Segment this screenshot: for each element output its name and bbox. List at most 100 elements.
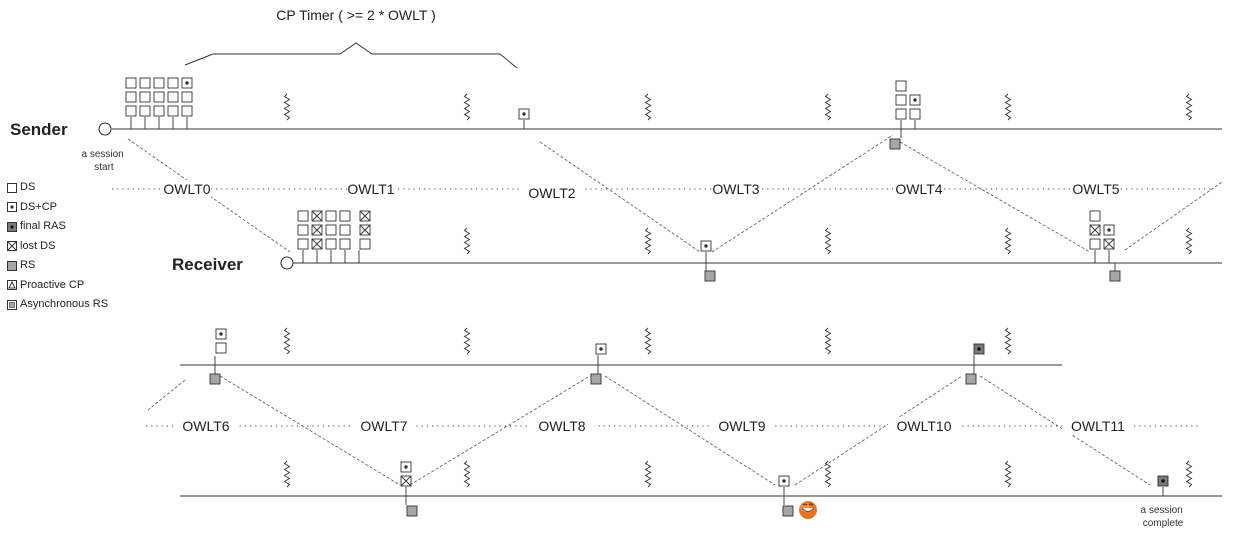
path-cp-retx xyxy=(539,141,701,253)
time-break-icon xyxy=(825,227,831,255)
owlt-bg xyxy=(710,417,774,435)
owlt-label: OWLT5 xyxy=(1072,181,1119,197)
receiver-received-block xyxy=(297,210,371,263)
legend-item: RS xyxy=(6,256,108,276)
row4-final-received xyxy=(1157,475,1169,496)
path-ds-block xyxy=(127,138,291,253)
time-break-icon xyxy=(284,93,290,121)
time-break-icon xyxy=(1005,93,1011,121)
receiver-retx-block-1 xyxy=(1089,210,1121,282)
time-break-icon xyxy=(1005,327,1011,355)
sender-cp-retransmit xyxy=(518,108,530,129)
legend-item: lost DS xyxy=(6,237,108,257)
owlt-label: OWLT9 xyxy=(718,418,765,434)
legend-label: lost DS xyxy=(20,239,56,252)
path-retx-3 xyxy=(604,375,776,486)
sender-initial-block xyxy=(125,77,193,129)
owlt-label: OWLT3 xyxy=(712,181,759,197)
owlt-label: OWLT0 xyxy=(163,181,210,197)
sender-origin-circle xyxy=(98,122,112,136)
time-break-icon xyxy=(464,227,470,255)
sender-retransmission-block xyxy=(889,80,921,150)
session-start-note: a session start xyxy=(81,149,126,173)
path-rs-2-cont xyxy=(147,379,186,411)
owlt-label: OWLT1 xyxy=(347,181,394,197)
time-break-icon xyxy=(645,327,651,355)
row3-final-block xyxy=(965,343,985,385)
legend-label: RS xyxy=(20,259,36,271)
owlt-bg xyxy=(174,417,238,435)
cp-timer-label: CP Timer ( >= 2 * OWLT ) xyxy=(276,7,435,23)
owlt-label: OWLT4 xyxy=(895,181,942,197)
legend-label: final RAS xyxy=(20,220,66,232)
owlt-row-1: OWLT0 OWLT1 OWLT2 OWLT3 OWLT4 OWLT5 xyxy=(112,180,1212,202)
owlt-label: OWLT7 xyxy=(360,418,407,434)
time-break-icon xyxy=(825,93,831,121)
owlt-label: OWLT11 xyxy=(1071,418,1125,434)
smiley-icon xyxy=(799,501,817,519)
session-complete-note: a session complete xyxy=(1140,505,1185,529)
legend-item: final RAS xyxy=(6,217,108,237)
time-break-icon xyxy=(1186,93,1192,121)
path-retx-2 xyxy=(219,375,401,486)
ds-cp-symbol-icon xyxy=(6,198,18,217)
legend-label: DS+CP xyxy=(20,200,57,213)
lost-ds-symbol-icon xyxy=(6,237,18,256)
owlt-bg xyxy=(530,417,594,435)
legend-label: Proactive CP xyxy=(20,278,85,291)
row3-cp-block-2 xyxy=(590,343,607,385)
row3-cp-block-1 xyxy=(209,328,227,385)
legend-item: Proactive CP xyxy=(6,276,108,296)
path-rs-1 xyxy=(711,134,894,253)
owlt-bg xyxy=(712,180,760,198)
rs-symbol-icon xyxy=(6,256,18,275)
receiver-cp-rs-1 xyxy=(700,240,716,282)
time-break-icon xyxy=(645,460,651,488)
row4-retx-block xyxy=(400,461,418,517)
time-break-icon xyxy=(645,93,651,121)
owlt-bg xyxy=(522,180,582,202)
time-break-icon xyxy=(284,327,290,355)
time-break-icon xyxy=(645,227,651,255)
time-break-icon xyxy=(284,460,290,488)
owlt-label: OWLT10 xyxy=(897,418,952,434)
owlt-bg xyxy=(347,180,395,198)
owlt-bg xyxy=(888,417,960,435)
legend-item: Asynchronous RS xyxy=(6,295,108,315)
time-break-icon xyxy=(464,93,470,121)
owlt-bg xyxy=(895,180,943,198)
path-retx-1 xyxy=(899,141,1091,253)
owlt-bg xyxy=(163,180,211,198)
owlt-row-2: OWLT6 OWLT7 OWLT8 OWLT9 OWLT10 OWLT11 xyxy=(146,417,1200,435)
time-break-icon xyxy=(825,327,831,355)
legend-item: DS+CP xyxy=(6,198,108,218)
path-rs-2 xyxy=(1124,181,1223,251)
timelines xyxy=(112,128,1222,497)
time-break-icon xyxy=(464,327,470,355)
owlt-bg xyxy=(1072,180,1120,198)
time-break-icon xyxy=(1005,227,1011,255)
receiver-origin-circle xyxy=(280,256,294,270)
cp-timer-brace xyxy=(184,42,518,69)
row4-cp-received xyxy=(778,475,794,517)
owlt-label: OWLT2 xyxy=(528,185,575,201)
receiver-label: Receiver xyxy=(172,255,243,274)
final-ras-symbol-icon xyxy=(6,217,18,236)
sender-label: Sender xyxy=(10,120,68,139)
time-break-icon xyxy=(464,460,470,488)
owlt-label: OWLT6 xyxy=(182,418,229,434)
legend-item: DS xyxy=(6,178,108,198)
proactive-cp-symbol-icon xyxy=(6,276,18,295)
time-break-icon xyxy=(1186,460,1192,488)
path-rs-3 xyxy=(409,375,591,486)
owlt-bg xyxy=(352,417,416,435)
path-rs-4 xyxy=(794,375,963,486)
owlt-bg xyxy=(1062,417,1134,435)
time-break-icon xyxy=(1005,460,1011,488)
legend-label: DS xyxy=(20,181,36,193)
legend: DS DS+CP final RAS lost DS RS Proactive … xyxy=(6,178,108,315)
ds-symbol-icon xyxy=(6,178,18,197)
owlt-label: OWLT8 xyxy=(538,418,585,434)
legend-label: Asynchronous RS xyxy=(20,298,109,310)
